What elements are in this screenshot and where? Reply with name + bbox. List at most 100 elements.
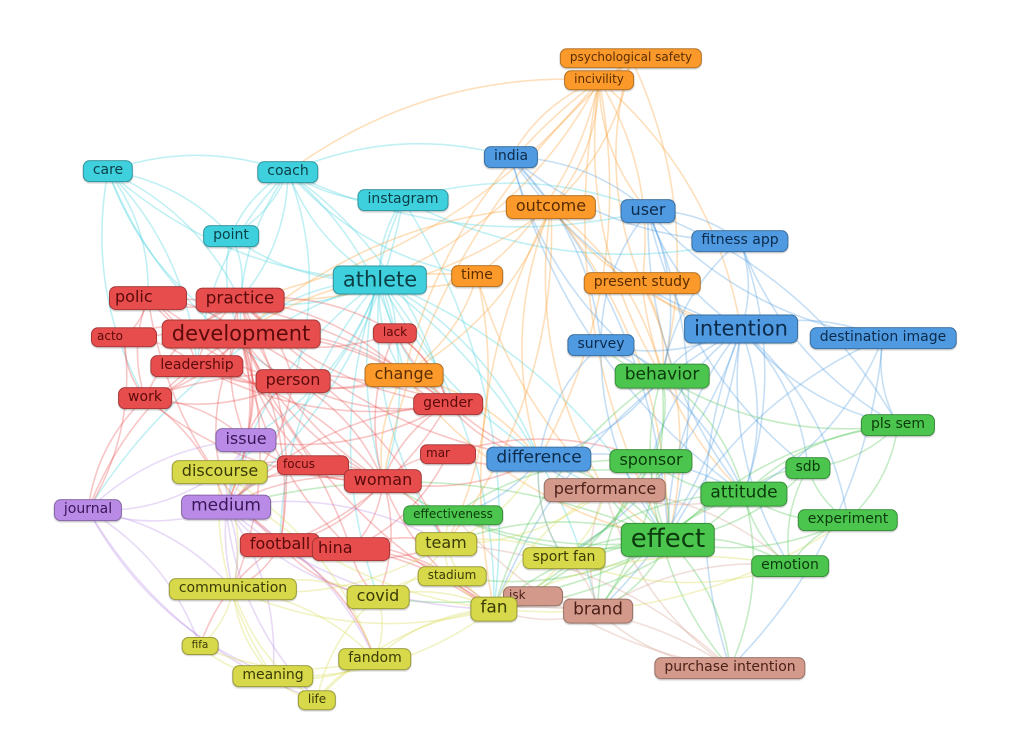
term-effect[interactable]: effect <box>620 522 716 558</box>
link-incivility-outcome <box>550 79 600 208</box>
term-development[interactable]: development <box>161 319 321 349</box>
link-woman-covid <box>377 480 392 598</box>
term-discourse[interactable]: discourse <box>171 460 269 484</box>
link-incivility-intention <box>598 79 742 330</box>
term-football[interactable]: football <box>239 533 321 557</box>
link-india-survey <box>510 156 602 346</box>
term-experiment[interactable]: experiment <box>797 509 899 531</box>
link-user-pls-sem <box>647 210 899 426</box>
term-medium[interactable]: medium <box>181 494 271 520</box>
term-fandom[interactable]: fandom <box>338 648 412 670</box>
term-difference[interactable]: difference <box>486 446 592 472</box>
term-survey[interactable]: survey <box>567 334 635 356</box>
term-user[interactable]: user <box>620 199 676 223</box>
term-outcome[interactable]: outcome <box>505 195 597 219</box>
term-india[interactable]: india <box>483 146 539 168</box>
link-intention-fan <box>493 328 742 610</box>
term-china[interactable]: hina <box>312 537 390 561</box>
link-instagram-woman <box>365 199 404 482</box>
term-sport-fan[interactable]: sport fan <box>522 547 606 569</box>
term-fifa[interactable]: fifa <box>181 636 219 656</box>
link-user-attitude <box>647 210 745 495</box>
link-coach-person <box>287 171 311 382</box>
term-communication[interactable]: communication <box>168 578 298 600</box>
link-development-discourse <box>215 333 242 473</box>
link-development-woman <box>240 333 384 482</box>
link-fitness-app-attitude <box>739 240 766 495</box>
term-policy[interactable]: polic <box>109 286 187 310</box>
term-behavior[interactable]: behavior <box>614 363 710 389</box>
term-life[interactable]: life <box>297 690 337 710</box>
term-instagram[interactable]: instagram <box>357 189 449 211</box>
term-work[interactable]: work <box>118 387 172 409</box>
term-sponsor[interactable]: sponsor <box>609 449 693 473</box>
link-athlete-difference <box>379 279 540 460</box>
link-instagram-fan <box>402 199 501 610</box>
link-athlete-football <box>279 279 381 546</box>
term-focus[interactable]: focus <box>277 455 349 475</box>
link-outcome-difference <box>521 206 552 460</box>
link-outcome-fan <box>479 206 552 610</box>
term-gender[interactable]: gender <box>413 393 483 415</box>
term-change[interactable]: change <box>364 363 444 387</box>
term-marketing[interactable]: mar <box>420 444 476 464</box>
term-sdb[interactable]: sdb <box>785 457 831 479</box>
link-attitude-purchase-intention <box>729 493 755 669</box>
term-incivility[interactable]: incivility <box>564 70 634 90</box>
link-fitness-app-pls-sem <box>739 240 899 426</box>
term-fan[interactable]: fan <box>470 596 518 622</box>
term-stadium[interactable]: stadium <box>417 566 487 586</box>
link-lack-woman <box>374 332 396 482</box>
term-emotion[interactable]: emotion <box>751 555 829 577</box>
link-incivility-present-study <box>598 79 646 284</box>
link-intention-attitude <box>740 328 759 495</box>
link-incivility-behavior <box>593 79 663 377</box>
link-purchase-intention-performance <box>604 489 731 669</box>
term-coach[interactable]: coach <box>257 161 319 183</box>
term-athlete[interactable]: athlete <box>332 265 428 295</box>
link-survey-effect <box>600 344 669 541</box>
term-present-study[interactable]: present study <box>583 272 701 294</box>
link-present-study-effect <box>641 282 681 541</box>
term-time[interactable]: time <box>451 265 503 287</box>
term-journal[interactable]: journal <box>53 499 123 521</box>
link-intention-experiment <box>740 328 849 521</box>
term-point[interactable]: point <box>203 225 259 247</box>
term-performance[interactable]: performance <box>543 478 667 502</box>
term-issue[interactable]: issue <box>215 428 277 452</box>
link-intention-effect <box>667 328 742 541</box>
link-fan-experiment <box>493 519 849 613</box>
link-journal-fifa <box>87 509 201 647</box>
term-person[interactable]: person <box>255 369 331 393</box>
term-effectiveness[interactable]: effectiveness <box>403 505 503 525</box>
link-destination-image-attitude <box>743 337 884 495</box>
term-attitude[interactable]: attitude <box>700 481 788 507</box>
link-destination-image-effect <box>667 337 884 541</box>
link-psychological-safety-woman <box>382 57 632 482</box>
link-incivility-coach <box>287 78 600 173</box>
link-coach-user <box>287 171 649 228</box>
term-care[interactable]: care <box>82 160 134 182</box>
term-actor[interactable]: acto <box>91 327 157 347</box>
term-meaning[interactable]: meaning <box>232 665 314 687</box>
term-covid[interactable]: covid <box>346 585 410 609</box>
term-pls-sem[interactable]: pls sem <box>860 414 936 436</box>
term-purchase-intention[interactable]: purchase intention <box>654 657 806 679</box>
term-destination-image[interactable]: destination image <box>809 327 957 349</box>
link-behavior-fan <box>493 375 663 610</box>
link-purchase-intention-team <box>445 543 731 669</box>
link-incivility-change <box>403 79 600 376</box>
term-fitness-app[interactable]: fitness app <box>691 230 789 252</box>
term-psychological-safety[interactable]: psychological safety <box>559 48 703 68</box>
term-leadership[interactable]: leadership <box>150 355 244 377</box>
link-medium-fan <box>225 506 495 610</box>
link-outcome-effect <box>550 206 669 541</box>
link-care-work <box>101 170 146 399</box>
term-practice[interactable]: practice <box>195 287 285 313</box>
term-intention[interactable]: intention <box>684 314 798 344</box>
term-woman[interactable]: woman <box>343 469 423 493</box>
term-lack[interactable]: lack <box>372 323 418 343</box>
term-brand[interactable]: brand <box>563 598 633 624</box>
term-team[interactable]: team <box>415 532 477 556</box>
